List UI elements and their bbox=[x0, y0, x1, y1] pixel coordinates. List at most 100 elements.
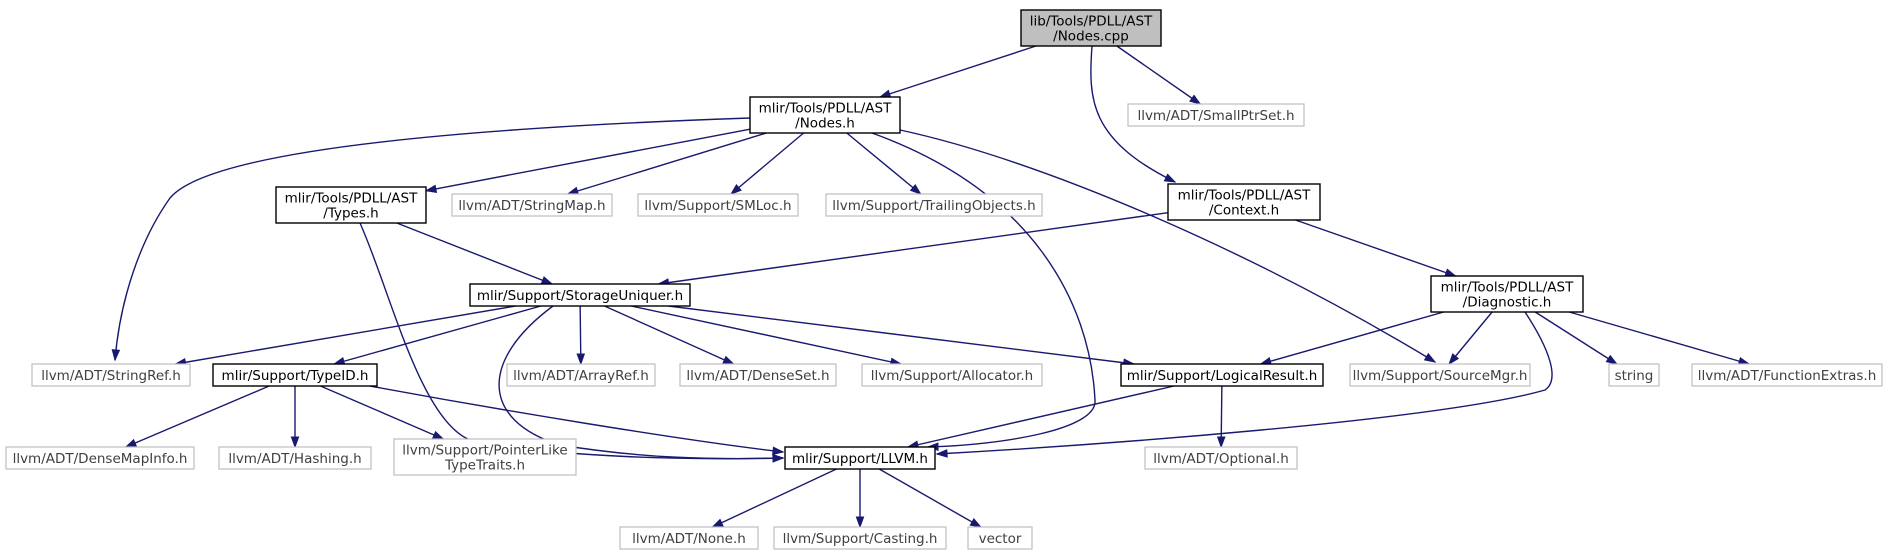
node-casting[interactable]: llvm/Support/Casting.h bbox=[773, 526, 947, 550]
node-box bbox=[967, 526, 1033, 550]
edge-nodes_cpp-to-smallptrset bbox=[1116, 45, 1202, 105]
edge-llvm_h-to-vector bbox=[878, 468, 983, 528]
node-hashing[interactable]: llvm/ADT/Hashing.h bbox=[218, 446, 372, 470]
node-label: llvm/ADT/Hashing.h bbox=[228, 451, 361, 467]
node-box bbox=[1120, 363, 1324, 387]
node-label: vector bbox=[979, 531, 1022, 547]
node-box bbox=[31, 363, 191, 387]
node-context_h[interactable]: mlir/Tools/PDLL/AST/Context.h bbox=[1167, 183, 1321, 221]
edge-nodes_h-to-sourcemgr bbox=[899, 129, 1437, 363]
node-label: llvm/Support/SourceMgr.h bbox=[1353, 368, 1528, 384]
node-box bbox=[506, 363, 656, 387]
node-label: mlir/Support/StorageUniquer.h bbox=[477, 288, 683, 304]
node-trailing[interactable]: llvm/Support/TrailingObjects.h bbox=[825, 193, 1043, 217]
node-box bbox=[275, 186, 427, 224]
node-box bbox=[784, 446, 936, 470]
edge-nodes_cpp-to-nodes_h bbox=[878, 45, 1037, 98]
edge-diagnostic-to-sourcemgr bbox=[1448, 311, 1493, 366]
edge-llvm_h-to-casting bbox=[855, 469, 865, 529]
node-label: mlir/Support/TypeID.h bbox=[222, 368, 369, 384]
edge-typeid-to-pointerlike bbox=[320, 385, 445, 440]
node-label: /Types.h bbox=[323, 206, 378, 222]
node-none[interactable]: llvm/ADT/None.h bbox=[619, 526, 759, 550]
node-types_h[interactable]: mlir/Tools/PDLL/AST/Types.h bbox=[275, 186, 427, 224]
edge-storage-to-logical bbox=[668, 305, 1136, 367]
node-nodes_cpp[interactable]: lib/Tools/PDLL/AST/Nodes.cpp bbox=[1020, 9, 1162, 47]
edge-typeid-to-llvm_h bbox=[369, 385, 785, 456]
node-arrayref[interactable]: llvm/ADT/ArrayRef.h bbox=[506, 363, 656, 387]
node-label: /Diagnostic.h bbox=[1463, 295, 1552, 311]
node-storage[interactable]: mlir/Support/StorageUniquer.h bbox=[469, 283, 691, 307]
node-label: mlir/Support/LLVM.h bbox=[792, 451, 928, 467]
node-box bbox=[393, 438, 577, 476]
node-denseset[interactable]: llvm/ADT/DenseSet.h bbox=[679, 363, 837, 387]
node-label: llvm/ADT/DenseMapInfo.h bbox=[13, 451, 188, 467]
edge-nodes_h-to-trailing bbox=[846, 132, 922, 195]
node-box bbox=[1127, 103, 1305, 127]
node-label: string bbox=[1615, 368, 1654, 384]
edge-context_h-to-storage bbox=[657, 211, 1169, 287]
edge-storage-to-typeid bbox=[332, 305, 542, 366]
node-box bbox=[1144, 446, 1298, 470]
node-box bbox=[825, 193, 1043, 217]
edge-logical-to-llvm_h bbox=[906, 385, 1175, 449]
node-smloc[interactable]: llvm/Support/SMLoc.h bbox=[637, 193, 799, 217]
node-llvm_h[interactable]: mlir/Support/LLVM.h bbox=[784, 446, 936, 470]
edge-types_h-to-storage bbox=[396, 222, 554, 285]
node-label: llvm/ADT/SmallPtrSet.h bbox=[1137, 108, 1294, 124]
edge-nodes_h-to-stringref bbox=[111, 117, 751, 362]
node-label: llvm/ADT/DenseSet.h bbox=[686, 368, 829, 384]
node-label: TypeTraits.h bbox=[444, 458, 525, 474]
node-optional[interactable]: llvm/ADT/Optional.h bbox=[1144, 446, 1298, 470]
node-label: /Nodes.h bbox=[795, 116, 855, 132]
edge-llvm_h-to-none bbox=[711, 468, 837, 528]
node-box bbox=[773, 526, 947, 550]
nodes-layer: lib/Tools/PDLL/AST/Nodes.cpp mlir/Tools/P… bbox=[5, 9, 1883, 550]
node-stringref[interactable]: llvm/ADT/StringRef.h bbox=[31, 363, 191, 387]
node-string[interactable]: string bbox=[1608, 363, 1660, 387]
node-label: llvm/ADT/StringRef.h bbox=[41, 368, 181, 384]
edge-storage-to-stringref bbox=[174, 305, 516, 367]
node-box bbox=[637, 193, 799, 217]
node-box bbox=[749, 96, 901, 134]
node-box bbox=[1691, 363, 1883, 387]
node-box bbox=[212, 363, 378, 387]
node-label: llvm/Support/TrailingObjects.h bbox=[832, 198, 1035, 214]
node-typeid[interactable]: mlir/Support/TypeID.h bbox=[212, 363, 378, 387]
node-label: mlir/Support/LogicalResult.h bbox=[1127, 368, 1318, 384]
node-label: mlir/Tools/PDLL/AST bbox=[759, 101, 892, 117]
node-box bbox=[1020, 9, 1162, 47]
edges-layer bbox=[111, 45, 1751, 529]
node-label: llvm/ADT/None.h bbox=[632, 531, 746, 547]
node-logical[interactable]: mlir/Support/LogicalResult.h bbox=[1120, 363, 1324, 387]
node-diagnostic[interactable]: mlir/Tools/PDLL/AST/Diagnostic.h bbox=[1430, 275, 1584, 313]
edge-nodes_h-to-types_h bbox=[424, 128, 751, 194]
node-box bbox=[451, 193, 613, 217]
node-box bbox=[469, 283, 691, 307]
node-smallptrset[interactable]: llvm/ADT/SmallPtrSet.h bbox=[1127, 103, 1305, 127]
node-allocator[interactable]: llvm/Support/Allocator.h bbox=[861, 363, 1043, 387]
node-label: mlir/Tools/PDLL/AST bbox=[1441, 280, 1574, 296]
node-label: llvm/Support/Allocator.h bbox=[871, 368, 1034, 384]
node-label: llvm/Support/SMLoc.h bbox=[644, 198, 791, 214]
node-label: llvm/ADT/StringMap.h bbox=[458, 198, 605, 214]
node-functionextras[interactable]: llvm/ADT/FunctionExtras.h bbox=[1691, 363, 1883, 387]
edge-diagnostic-to-string bbox=[1534, 311, 1618, 365]
node-label: /Nodes.cpp bbox=[1053, 29, 1129, 45]
edge-logical-to-optional bbox=[1216, 385, 1226, 449]
node-densemapinfo[interactable]: llvm/ADT/DenseMapInfo.h bbox=[5, 446, 195, 470]
node-nodes_h[interactable]: mlir/Tools/PDLL/AST/Nodes.h bbox=[749, 96, 901, 134]
node-label: mlir/Tools/PDLL/AST bbox=[285, 191, 418, 207]
node-box bbox=[679, 363, 837, 387]
node-sourcemgr[interactable]: llvm/Support/SourceMgr.h bbox=[1349, 363, 1531, 387]
node-label: llvm/ADT/Optional.h bbox=[1153, 451, 1289, 467]
node-stringmap[interactable]: llvm/ADT/StringMap.h bbox=[451, 193, 613, 217]
node-label: lib/Tools/PDLL/AST bbox=[1030, 14, 1153, 30]
node-vector[interactable]: vector bbox=[967, 526, 1033, 550]
node-box bbox=[5, 446, 195, 470]
node-box bbox=[1608, 363, 1660, 387]
node-box bbox=[1167, 183, 1321, 221]
edge-nodes_h-to-smloc bbox=[729, 132, 805, 195]
